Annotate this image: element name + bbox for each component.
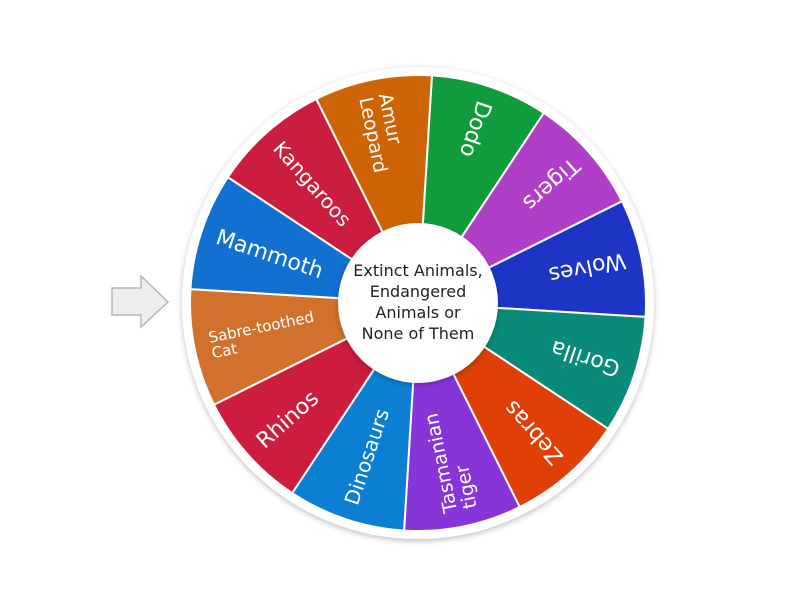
arrow-right-icon bbox=[111, 274, 170, 329]
segment-label-line: Cat bbox=[210, 339, 239, 362]
wheel-center-hub[interactable]: Extinct Animals, Endangered Animals or N… bbox=[338, 223, 498, 383]
center-title-line-3: Animals or bbox=[375, 303, 461, 322]
center-title-line-1: Extinct Animals, bbox=[353, 261, 482, 280]
center-hub-circle bbox=[338, 223, 498, 383]
center-title-line-4: None of Them bbox=[362, 324, 475, 343]
center-title-line-2: Endangered bbox=[370, 282, 467, 301]
